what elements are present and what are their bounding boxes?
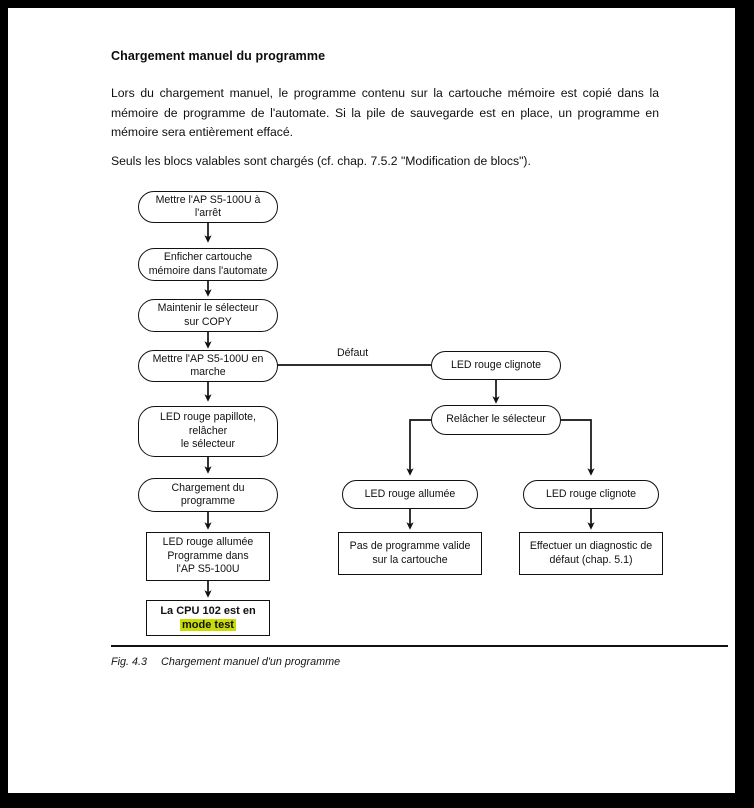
flow-node-mettre-ap-marche[interactable]: Mettre l'AP S5-100U en marche [138, 350, 278, 382]
flow-node-enficher-cartouche[interactable]: Enficher cartouche mémoire dans l'automa… [138, 248, 278, 281]
flow-node-maintenir-selecteur[interactable]: Maintenir le sélecteur sur COPY [138, 299, 278, 332]
caption-divider [111, 645, 728, 647]
flow-node-led-papillote[interactable]: LED rouge papillote, relâcher le sélecte… [138, 406, 278, 457]
flow-node-diagnostic-defaut[interactable]: Effectuer un diagnostic de défaut (chap.… [519, 532, 663, 575]
flow-node-label: Mettre l'AP S5-100U à l'arrêt [155, 193, 261, 219]
flow-node-label: La CPU 102 est en mode test [156, 604, 259, 632]
flow-node-label: LED rouge clignote [545, 487, 637, 500]
flow-node-label: Pas de programme valide sur la cartouche [349, 540, 471, 566]
figure-caption: Fig. 4.3 Chargement manuel d'un programme [111, 656, 340, 668]
figure-number: Fig. 4.3 [111, 656, 148, 668]
scanned-page: Chargement manuel du programme Lors du c… [8, 8, 735, 793]
flow-node-label: Chargement du programme [171, 481, 245, 507]
flow-node-label: Enficher cartouche mémoire dans l'automa… [148, 251, 268, 277]
flow-node-cpu-mode-test[interactable]: La CPU 102 est en mode test [146, 600, 270, 636]
flow-node-pas-de-programme[interactable]: Pas de programme valide sur la cartouche [338, 532, 482, 575]
flow-node-label: Effectuer un diagnostic de défaut (chap.… [529, 540, 653, 566]
flow-node-label: LED rouge allumée Programme dans l'AP S5… [162, 536, 254, 576]
flow-node-mettre-ap-arret[interactable]: Mettre l'AP S5-100U à l'arrêt [138, 191, 278, 223]
flow-node-label: Maintenir le sélecteur sur COPY [157, 302, 259, 328]
figure-caption-text: Chargement manuel d'un programme [161, 656, 341, 668]
flow-node-label: LED rouge allumée [364, 487, 456, 500]
flow-node-label: LED rouge papillote, relâcher le sélecte… [160, 411, 256, 451]
flow-node-led-clignote-2[interactable]: LED rouge clignote [523, 480, 659, 509]
flow-node-led-clignote-1[interactable]: LED rouge clignote [431, 351, 561, 380]
paragraph-2: Seuls les blocs valables sont chargés (c… [111, 154, 531, 168]
paragraph-1: Lors du chargement manuel, le programme … [111, 86, 659, 139]
flow-node-label: Mettre l'AP S5-100U en marche [152, 352, 264, 378]
edge-label-defaut: Défaut [337, 347, 369, 359]
flow-node-label-line1: La CPU 102 est en [160, 605, 256, 617]
page-title: Chargement manuel du programme [111, 49, 326, 63]
flow-node-chargement-programme[interactable]: Chargement du programme [138, 478, 278, 512]
flow-node-led-allumee-programme[interactable]: LED rouge allumée Programme dans l'AP S5… [146, 532, 270, 581]
flow-node-led-allumee[interactable]: LED rouge allumée [342, 480, 478, 509]
flow-node-label: Relâcher le sélecteur [446, 413, 546, 426]
flow-node-label: LED rouge clignote [450, 358, 542, 371]
flow-node-label-highlight: mode test [180, 619, 236, 631]
flow-node-relacher-selecteur[interactable]: Relâcher le sélecteur [431, 405, 561, 435]
